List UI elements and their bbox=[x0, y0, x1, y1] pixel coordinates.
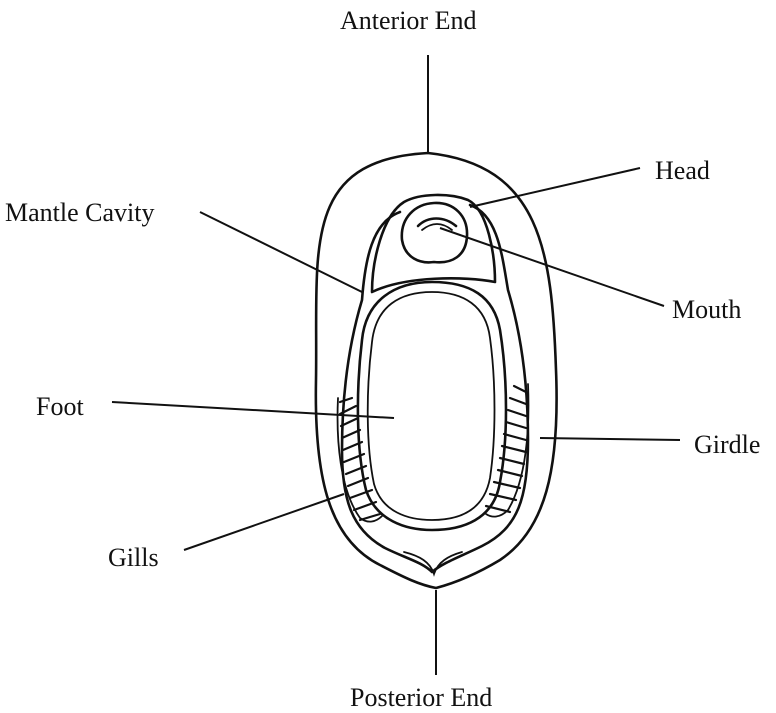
label-posterior-end: Posterior End bbox=[350, 685, 492, 711]
label-mantle-cavity: Mantle Cavity bbox=[5, 200, 154, 226]
leader-mantle bbox=[200, 212, 362, 292]
mouth-shape-inner bbox=[422, 224, 452, 230]
label-mouth: Mouth bbox=[672, 297, 741, 323]
label-foot: Foot bbox=[36, 394, 84, 420]
leader-head bbox=[470, 168, 640, 207]
leader-foot bbox=[112, 402, 394, 418]
leader-gills bbox=[184, 494, 344, 550]
label-gills: Gills bbox=[108, 545, 159, 571]
leader-girdle bbox=[540, 438, 680, 440]
label-head: Head bbox=[655, 158, 710, 184]
head-shape bbox=[402, 203, 467, 262]
label-girdle: Girdle bbox=[694, 432, 760, 458]
label-anterior-end: Anterior End bbox=[340, 8, 476, 34]
posterior-notch bbox=[404, 552, 462, 574]
foot-inner bbox=[368, 292, 495, 520]
